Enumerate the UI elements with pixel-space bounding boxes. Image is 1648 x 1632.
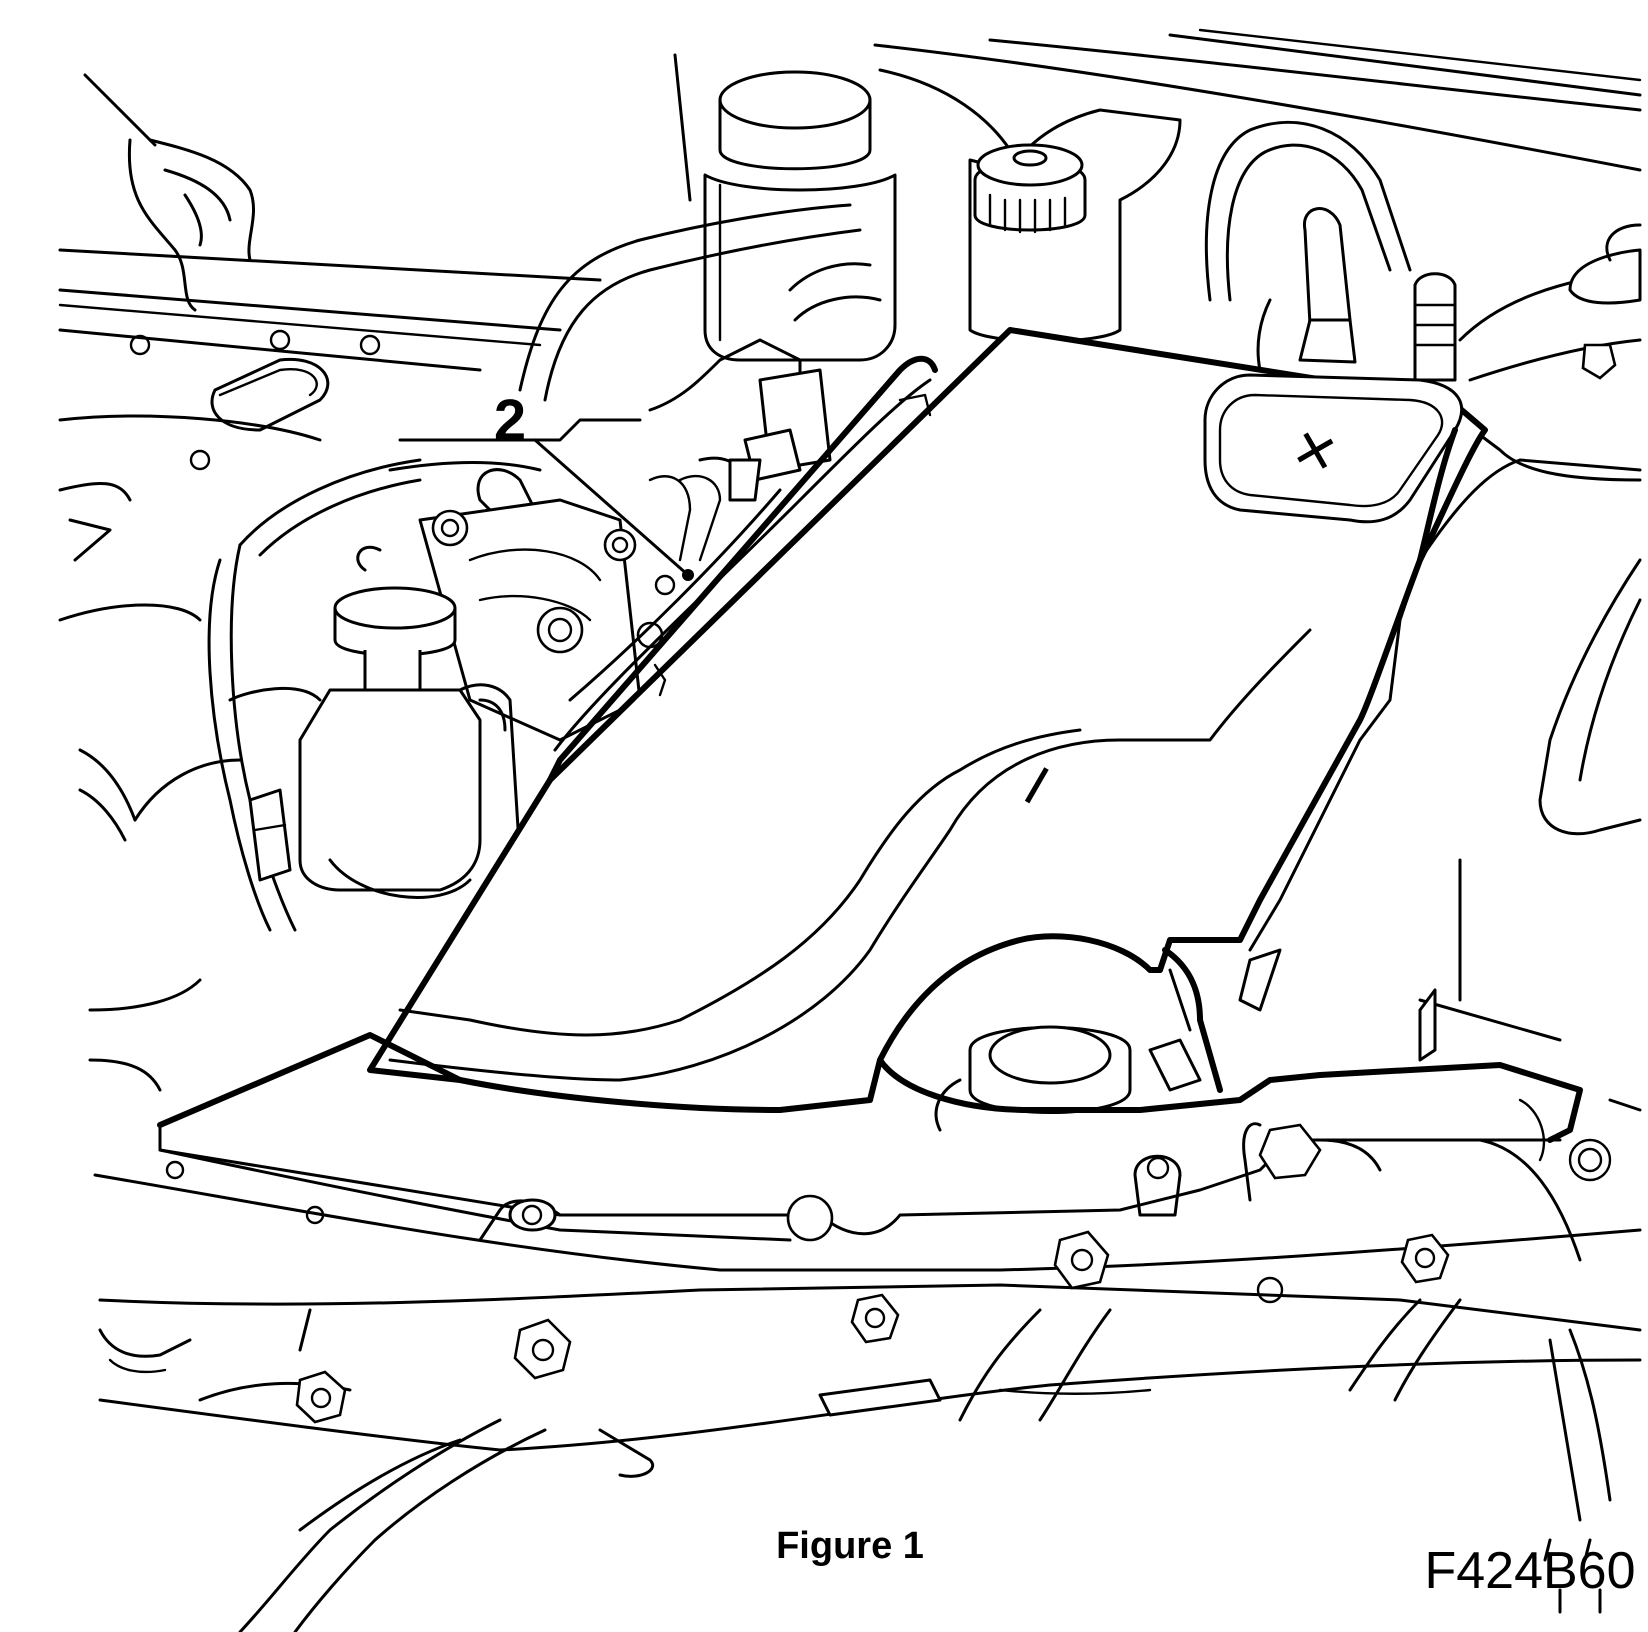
callout-number: 2 [494, 388, 526, 453]
upper-hose [518, 203, 882, 402]
bulkhead-lines [673, 28, 1642, 202]
strut-tower [1458, 223, 1642, 382]
left-engine-area [58, 73, 602, 622]
battery-cover: + − [367, 327, 1642, 1113]
coolant-reservoir [968, 108, 1182, 343]
front-flange [93, 1032, 1642, 1272]
figure-code: F424B60 [1424, 1542, 1635, 1600]
abs-unit [356, 338, 832, 742]
left-fender-pipes [78, 458, 422, 1092]
radiator-support [98, 1230, 1642, 1632]
left-reservoir [298, 586, 522, 899]
figure-caption: Figure 1 [776, 1525, 924, 1567]
top-right-hoses [1204, 120, 1457, 382]
strut-cap-area [877, 947, 1583, 1143]
brake-fluid-reservoir [703, 70, 897, 362]
right-tray [1238, 558, 1642, 1162]
callout-2: 2 [494, 388, 694, 581]
